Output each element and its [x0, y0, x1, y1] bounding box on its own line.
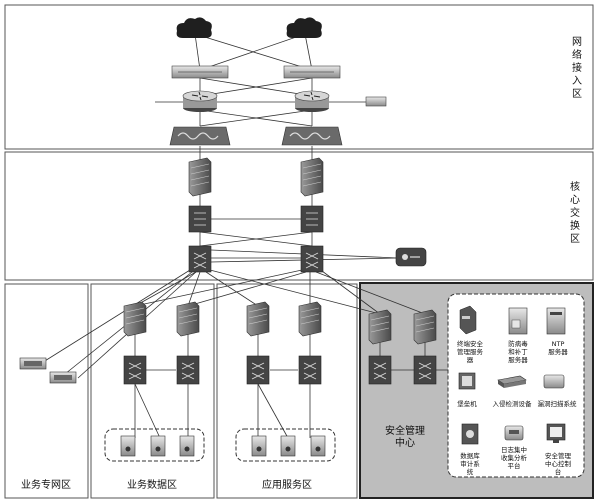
core-switch-icon [188, 245, 212, 273]
app-service-zone-label: 应用服务区 [262, 478, 312, 491]
switch-icon [298, 355, 322, 385]
load-balancer-icon [281, 126, 343, 146]
antivirus-label: 防病毒和补丁服务器 [508, 339, 528, 364]
core-switching-zone [4, 151, 594, 281]
log-collect-icon [504, 425, 524, 441]
firewall-icon [300, 157, 324, 197]
db-audit-icon [461, 423, 479, 445]
ids-label: 入侵检测设备 [493, 399, 533, 408]
edge-router-icon [283, 65, 341, 79]
vuln-scan-icon [543, 374, 565, 389]
firewall-icon [123, 301, 147, 337]
switch-icon [123, 355, 147, 385]
server-icon [280, 435, 296, 457]
core-switch-icon [300, 205, 324, 233]
switch-icon [368, 355, 392, 385]
switch-icon [413, 355, 437, 385]
edge-router-icon [171, 65, 229, 79]
bastion-label: 堡垒机 [457, 399, 477, 408]
router-icon [182, 90, 218, 112]
server-icon [120, 435, 136, 457]
business-private-zone [4, 283, 89, 499]
data-server-group [104, 428, 205, 462]
firewall-icon [246, 301, 270, 337]
small-appliance-icon [365, 96, 387, 107]
firewall-icon [368, 309, 392, 345]
server-icon [179, 435, 195, 457]
db-audit-label: 数据库审计系统 [460, 451, 480, 476]
internet-access-zone-label: 网络接入区 [572, 36, 582, 100]
server-icon [310, 435, 326, 457]
app-server-group [235, 428, 336, 462]
ntp-server-icon [546, 307, 566, 335]
firewall-icon [188, 157, 212, 197]
server-icon [150, 435, 166, 457]
switch-icon [246, 355, 270, 385]
router-icon [294, 90, 330, 112]
terminal-security-label: 终端安全管理服务器 [457, 339, 484, 364]
sec-console-label: 安全管理中心控制台 [545, 451, 572, 476]
ids-device-icon [497, 375, 527, 388]
access-device-icon [19, 357, 47, 370]
antivirus-server-icon [508, 307, 528, 335]
firewall-icon [413, 309, 437, 345]
cloud-icon [286, 17, 322, 38]
app-service-zone [216, 283, 358, 499]
firewall-icon [298, 301, 322, 337]
security-mgmt-zone-label: 安全管理中心 [385, 424, 425, 449]
server-icon [251, 435, 267, 457]
core-switch-icon [300, 245, 324, 273]
business-data-zone-label: 业务数据区 [127, 478, 177, 491]
vuln-scan-label: 漏洞扫描系统 [538, 399, 578, 408]
business-private-zone-label: 业务专网区 [21, 478, 71, 491]
network-probe-icon [395, 247, 427, 267]
bastion-host-icon [458, 372, 476, 390]
switch-icon [176, 355, 200, 385]
log-collect-label: 日志集中收集分析平台 [501, 445, 528, 470]
load-balancer-icon [169, 126, 231, 146]
firewall-icon [176, 301, 200, 337]
cloud-icon [176, 17, 212, 38]
terminal-security-server-icon [459, 305, 477, 335]
core-switch-icon [188, 205, 212, 233]
core-switching-zone-label: 核心交换区 [570, 180, 580, 245]
access-device-icon [49, 371, 77, 384]
console-monitor-icon [546, 423, 566, 443]
